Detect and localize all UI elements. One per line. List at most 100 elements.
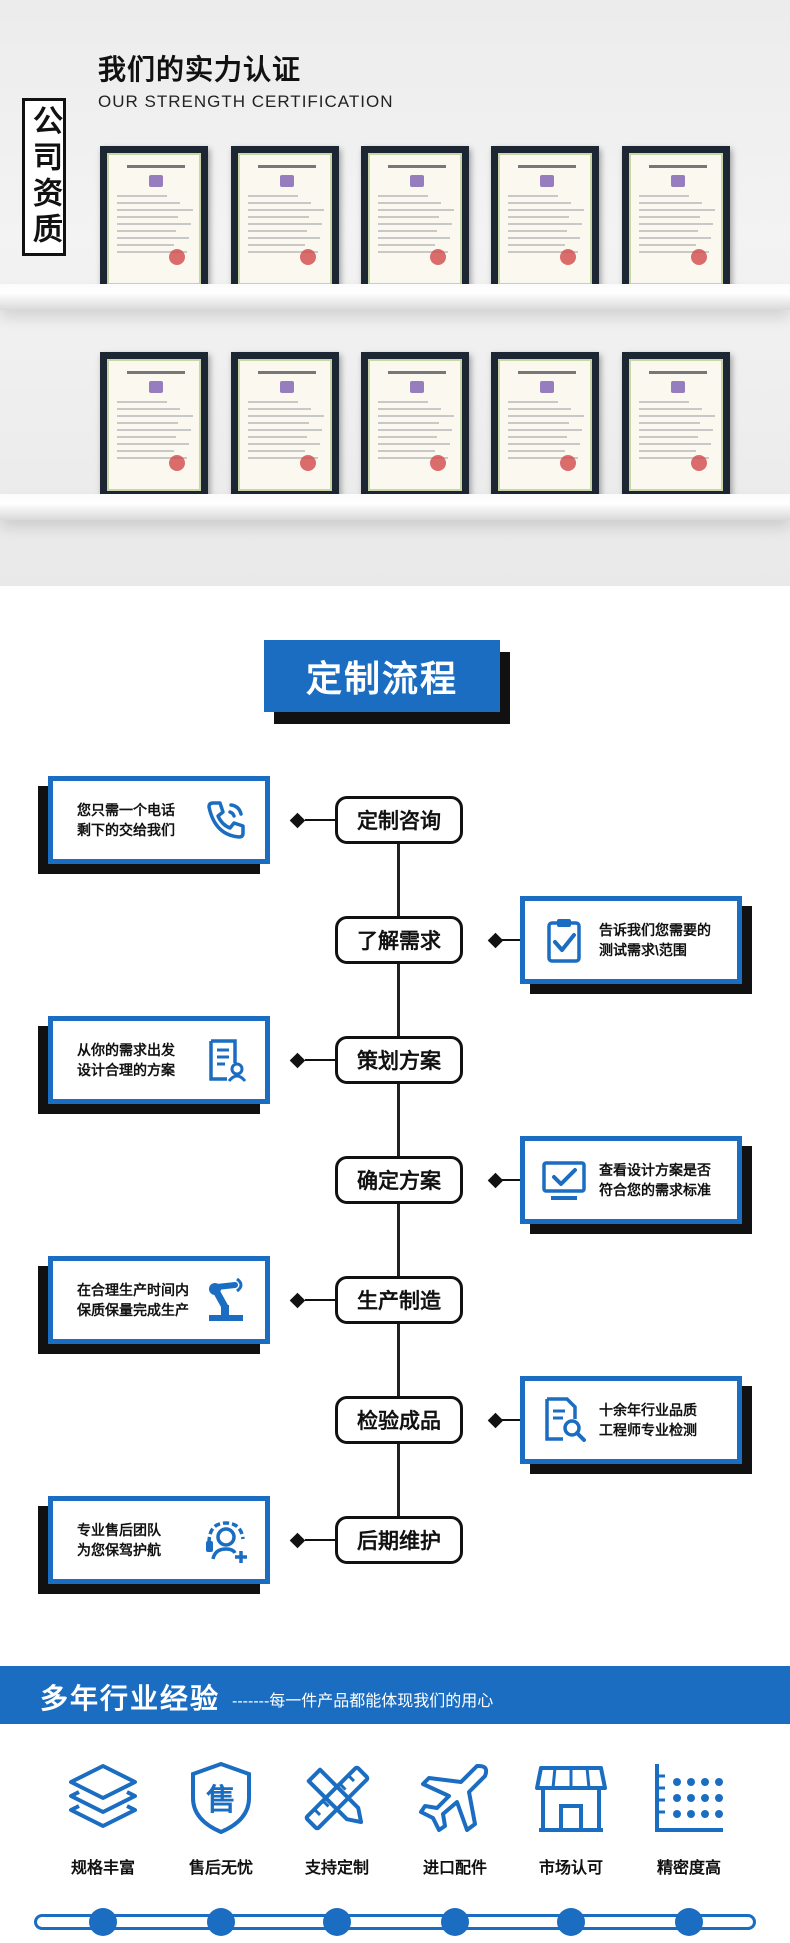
process-card-line: 测试需求\范围 [599,942,687,958]
process-card-text: 告诉我们您需要的 测试需求\范围 [599,920,739,960]
certificate-frame [622,352,730,498]
process-card-line: 您只需一个电话 [77,802,175,818]
feature-label: 市场认可 [538,1860,603,1877]
certificate-frame [100,352,208,498]
certificate-paper [368,153,462,285]
process-card-4: 查看设计方案是否 符合您的需求标准 [520,1136,752,1234]
certificate-paper [238,153,332,285]
connector-diamond [289,1052,306,1069]
certificate-frame [231,352,339,498]
certificate-frame [361,352,469,498]
process-step-7: 后期维护 [335,1516,463,1564]
clipboard-check-icon [539,915,589,965]
process-card-line: 从你的需求出发 [77,1042,175,1058]
timeline-track [34,1914,756,1930]
connector-diamond [487,1172,504,1189]
process-card-line: 符合您的需求标准 [599,1182,711,1198]
process-card-line: 十余年行业品质 [599,1402,697,1418]
connector-diamond [289,1532,306,1549]
feature-1: 规格丰富 [53,1760,153,1878]
feature-label: 售后无忧 [188,1860,253,1877]
certificate-seal-icon [430,455,446,471]
monitor-check-icon [539,1155,589,1205]
certificate-paper [629,359,723,491]
phone-call-icon [201,795,251,845]
certificate-logo-icon [671,381,685,393]
timeline-dot [323,1908,351,1936]
shelf-bottom [0,494,790,520]
process-title: 定制流程 [305,658,458,699]
process-step-6: 检验成品 [335,1396,463,1444]
connector-line [502,1179,520,1181]
connector-line [502,939,520,941]
process-card-5: 在合理生产时间内 保质保量完成生产 [38,1256,270,1354]
certificate-logo-icon [280,175,294,187]
process-card-text: 从你的需求出发 设计合理的方案 [77,1040,217,1080]
certificate-logo-icon [540,175,554,187]
svg-text:售: 售 [206,1783,236,1818]
process-card-text: 查看设计方案是否 符合您的需求标准 [599,1160,739,1200]
storefront-icon [533,1760,609,1836]
certificate-paper [368,359,462,491]
feature-label: 规格丰富 [70,1860,135,1877]
airplane-icon [417,1760,493,1836]
certificate-seal-icon [169,455,185,471]
document-person-icon [201,1035,251,1085]
certificate-seal-icon [691,455,707,471]
process-step-5: 生产制造 [335,1276,463,1324]
timeline-dot [675,1908,703,1936]
feature-label: 精密度高 [656,1860,721,1877]
connector-diamond [487,1412,504,1429]
certificate-logo-icon [149,175,163,187]
process-step-1: 定制咨询 [335,796,463,844]
certificate-frame [491,146,599,292]
process-card-line: 设计合理的方案 [77,1062,175,1078]
certificate-logo-icon [280,381,294,393]
connector-line [305,819,335,821]
timeline-dot [557,1908,585,1936]
experience-subtitle: -------每一件产品都能体现我们的用心 [232,1693,494,1710]
timeline-dot [441,1908,469,1936]
certificate-seal-icon [300,249,316,265]
document-search-icon [539,1395,589,1445]
process-title-block: 定制流程 [264,640,510,724]
process-card-text: 十余年行业品质 工程师专业检测 [599,1400,739,1440]
feature-5: 市场认可 [521,1760,621,1878]
certificate-paper [498,359,592,491]
process-card-line: 保质保量完成生产 [77,1302,189,1318]
feature-label: 进口配件 [422,1860,487,1877]
process-card-7: 专业售后团队 为您保驾护航 [38,1496,270,1594]
process-step-2: 了解需求 [335,916,463,964]
certificate-seal-icon [430,249,446,265]
shelf-top [0,284,790,310]
certificate-logo-icon [540,381,554,393]
layers-icon [65,1760,141,1836]
timeline-dot [207,1908,235,1936]
process-card-text: 您只需一个电话 剩下的交给我们 [77,800,217,840]
connector-diamond [289,1292,306,1309]
timeline-dot [89,1908,117,1936]
certificate-logo-icon [410,381,424,393]
feature-6: 精密度高 [639,1760,739,1878]
process-card-6: 十余年行业品质 工程师专业检测 [520,1376,752,1474]
certificate-logo-icon [671,175,685,187]
certificate-frame [361,146,469,292]
process-card-line: 告诉我们您需要的 [599,922,711,938]
certificate-paper [107,153,201,285]
certificate-paper [498,153,592,285]
process-card-line: 为您保驾护航 [77,1542,161,1558]
certificate-seal-icon [560,249,576,265]
process-card-line: 剩下的交给我们 [77,822,175,838]
process-card-text: 在合理生产时间内 保质保量完成生产 [77,1280,217,1320]
experience-title: 多年行业经验 [40,1683,221,1714]
process-card-1: 您只需一个电话 剩下的交给我们 [38,776,270,874]
process-card-text: 专业售后团队 为您保驾护航 [77,1520,217,1560]
certificate-paper [629,153,723,285]
certificate-logo-icon [149,381,163,393]
certificate-seal-icon [691,249,707,265]
connector-line [502,1419,520,1421]
robot-arm-icon [201,1275,251,1325]
company-qualification-label: 公司资质 [28,105,61,249]
certification-section: 我们的实力认证 OUR STRENGTH CERTIFICATION 公司资质 [0,0,790,586]
